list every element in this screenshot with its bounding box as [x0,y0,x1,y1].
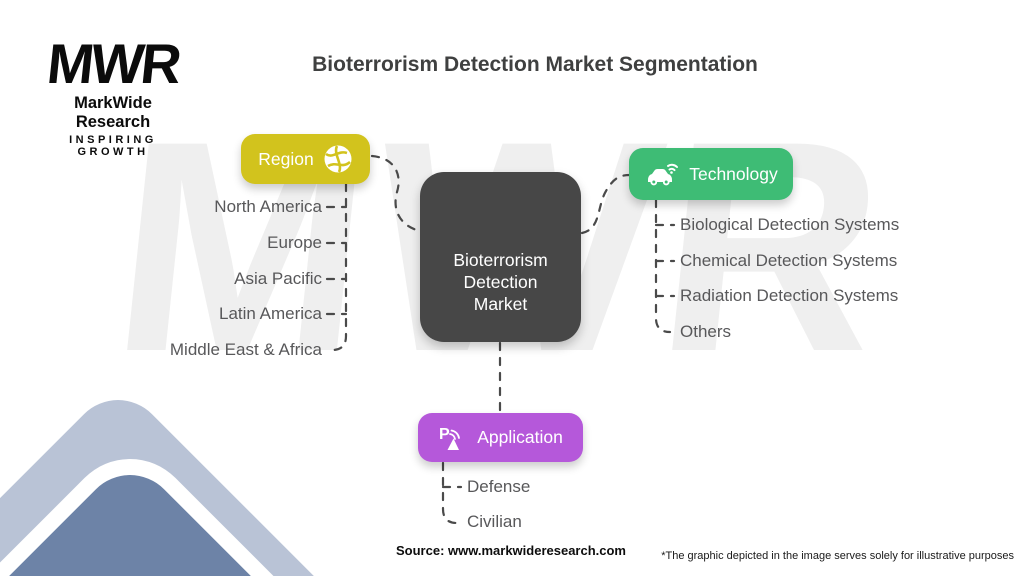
application-item: Civilian [467,512,522,531]
logo-tagline: INSPIRING GROWTH [69,134,157,158]
logo-name: MarkWide Research [74,94,152,131]
source-credit: Source: www.markwideresearch.com [395,543,627,558]
markwide-logo: MWR MarkWide Research INSPIRING GROWTH [35,32,191,158]
globe-icon [324,145,352,173]
technology-item: Biological Detection Systems [680,215,900,234]
region-item: Middle East & Africa [169,340,322,359]
branch-node-application: P Application [418,413,583,462]
disclaimer-note: *The graphic depicted in the image serve… [661,550,1014,562]
technology-item: Radiation Detection Systems [680,286,899,305]
branch-node-technology: Technology [629,148,793,200]
branch-node-region: Region [241,134,370,184]
region-curve-connector [370,154,422,233]
technology-curve-connector [580,173,632,235]
center-node-bioterrorism-detection-market: Bioterrorism Detection Market [420,172,581,342]
region-item: North America [214,197,322,216]
technology-item: Others [680,322,732,341]
region-item: Europe [267,233,322,252]
center-node-label: Bioterrorism Detection Market [453,250,548,314]
application-item: Defense [467,477,531,496]
svg-text:P: P [439,426,450,443]
broadcast-antenna-icon: P [439,426,461,450]
connected-car-icon [648,163,679,186]
technology-item: Chemical Detection Systems [680,251,898,270]
technology-label: Technology [689,163,778,184]
logo-monogram: MWR [44,32,182,95]
region-item: Latin America [219,304,322,323]
application-branch-line [441,461,459,525]
region-item: Asia Pacific [234,269,322,288]
region-branch-line [330,182,348,352]
region-label: Region [258,148,314,169]
page-title: Bioterrorism Detection Market Segmentati… [312,53,758,76]
application-label: Application [477,427,563,447]
technology-branch-line [654,198,672,334]
